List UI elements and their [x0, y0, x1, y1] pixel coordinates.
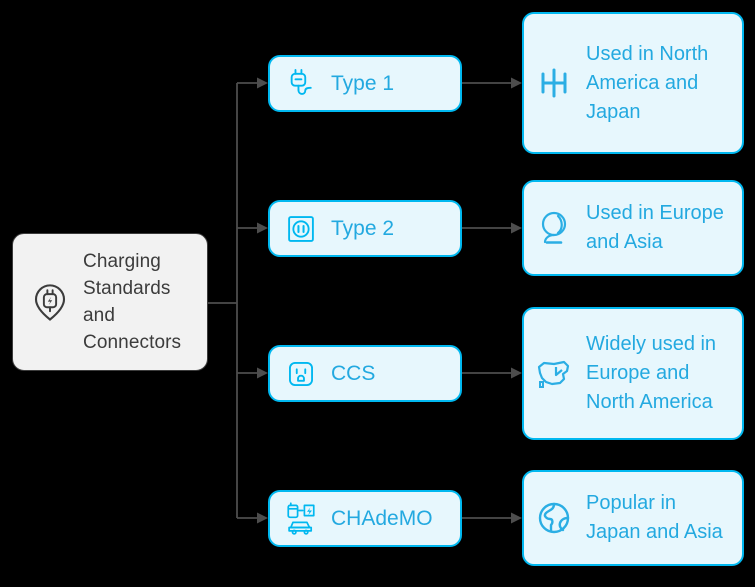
branch-node-type-2[interactable]: Type 2 — [268, 200, 462, 257]
description-label-type-1: Used in North America and Japan — [586, 42, 709, 123]
usa-map-icon — [537, 360, 570, 388]
desk-globe-icon — [541, 211, 567, 244]
description-label-ccs: Widely used in Europe and North America — [586, 333, 717, 413]
socket-outlet-icon — [288, 215, 314, 242]
wall-outlet-icon — [289, 361, 313, 386]
description-label-type-2: Used in Europe and Asia — [586, 202, 724, 253]
arrowhead-branch-type-1 — [257, 77, 268, 89]
plug-cable-icon — [290, 68, 312, 95]
ev-charging-station-car-icon — [287, 501, 315, 535]
branch-label-type-2: Type 2 — [331, 217, 395, 240]
arrowhead-desc-type-1 — [511, 77, 522, 89]
arrowhead-desc-type-2 — [511, 222, 522, 234]
branch-label-ccs: CCS — [331, 362, 376, 385]
branch-label-type-1: Type 1 — [331, 72, 395, 95]
branch-node-type-1[interactable]: Type 1 — [268, 55, 462, 112]
charging-pin-icon — [34, 284, 66, 321]
map-grid-icon — [541, 68, 567, 98]
arrowhead-desc-ccs — [511, 367, 522, 379]
branch-label-chademo: CHAdeMO — [331, 507, 433, 530]
arrowhead-desc-chademo — [511, 512, 522, 524]
arrowhead-branch-type-2 — [257, 222, 268, 234]
description-node-type-2[interactable]: Used in Europe and Asia — [522, 180, 744, 276]
arrowhead-branch-chademo — [257, 512, 268, 524]
arrowhead-branch-ccs — [257, 367, 268, 379]
root-node[interactable]: Charging Standards and Connectors — [12, 233, 208, 371]
description-node-ccs[interactable]: Widely used in Europe and North America — [522, 307, 744, 440]
description-label-chademo: Popular in Japan and Asia — [586, 492, 723, 543]
branch-node-chademo[interactable]: CHAdeMO — [268, 490, 462, 547]
earth-globe-icon — [538, 502, 570, 534]
branch-node-ccs[interactable]: CCS — [268, 345, 462, 402]
description-node-type-1[interactable]: Used in North America and Japan — [522, 12, 744, 154]
description-node-chademo[interactable]: Popular in Japan and Asia — [522, 470, 744, 566]
root-label: Charging Standards and Connectors — [83, 251, 182, 353]
